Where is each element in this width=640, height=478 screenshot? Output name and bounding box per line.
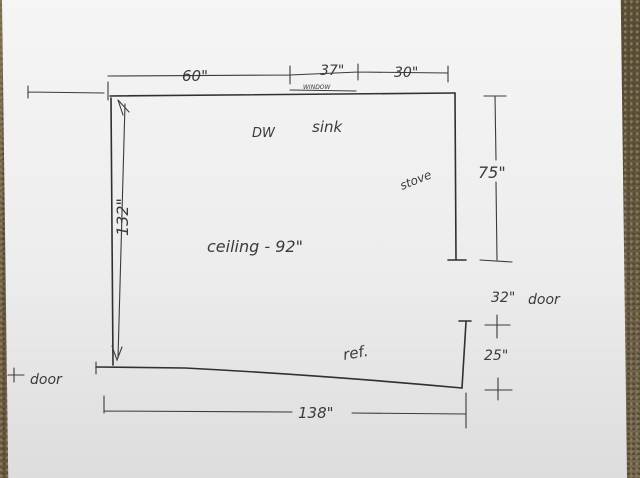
dim-right-upper-text: 75" — [478, 163, 506, 182]
dim-bottom-text: 138" — [298, 404, 334, 422]
dim-left-text: 132" — [113, 198, 132, 236]
label-ref-text: ref. — [342, 342, 370, 364]
label-door-right-text: door — [528, 292, 561, 308]
dim-top-right-text: 30" — [394, 65, 418, 81]
label-door-left-text: door — [30, 372, 63, 388]
dim-right-lower-text: 25" — [484, 348, 508, 364]
left-door-tick — [7, 361, 97, 383]
label-ceiling-text: ceiling - 92" — [207, 237, 303, 256]
window-bracket — [289, 89, 357, 92]
right-upper-wall-line — [447, 92, 467, 261]
left-wall-line — [110, 97, 114, 366]
bottom-wall-line — [95, 366, 463, 389]
dim-window-text: 37" — [320, 63, 344, 79]
paper-sheet — [2, 0, 627, 478]
top-wall-line — [109, 92, 456, 97]
left-dimension-arrow — [111, 99, 130, 362]
right-lower-wall-line — [458, 320, 472, 389]
right-lower-dimension-marks — [484, 314, 513, 401]
window-label-text: WINDOW — [303, 84, 332, 91]
label-sink-text: sink — [312, 118, 343, 136]
dim-right-door-text: 32" — [491, 290, 515, 306]
right-upper-dimension-line — [479, 95, 513, 263]
dim-top-left-text: 60" — [182, 67, 208, 85]
top-dimension-line — [27, 63, 449, 101]
label-dw-text: DW — [252, 126, 276, 141]
bottom-dimension-line — [103, 392, 467, 429]
label-stove-text: stove — [398, 168, 434, 193]
